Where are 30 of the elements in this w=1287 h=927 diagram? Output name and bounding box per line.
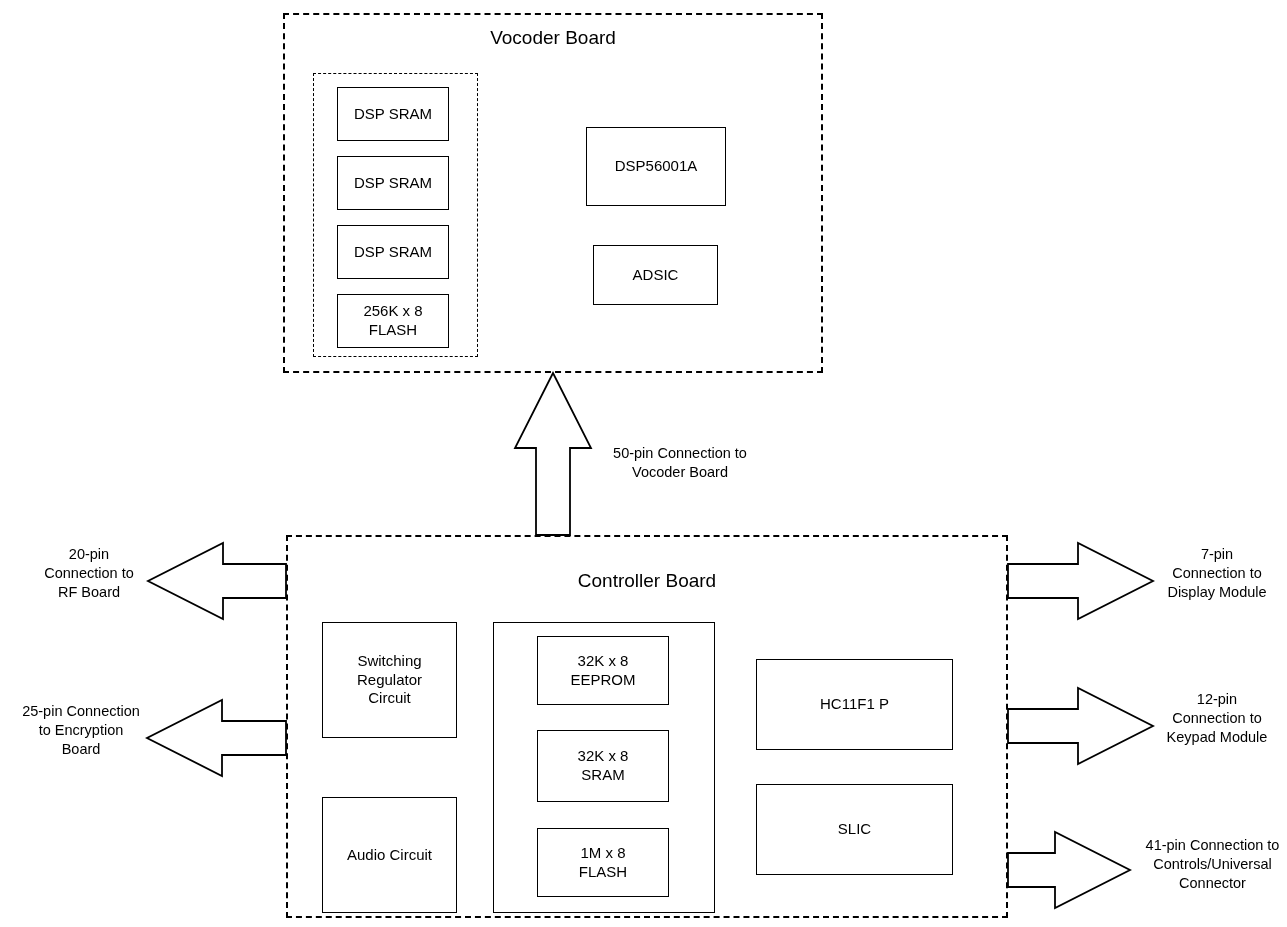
connection-label: 7-pin Connection to Display Module — [1163, 545, 1271, 605]
connection-label: 41-pin Connection to Controls/Universal Connector — [1140, 836, 1285, 916]
component-group-box — [313, 73, 478, 357]
hollow-arrow — [145, 698, 287, 778]
connection-label: 25-pin Connection to Encryption Board — [20, 702, 142, 762]
component-box: 1M x 8 FLASH — [537, 828, 669, 897]
component-box: DSP SRAM — [337, 87, 449, 141]
component-box: 256K x 8 FLASH — [337, 294, 449, 348]
component-box: DSP SRAM — [337, 156, 449, 210]
component-box: Audio Circuit — [322, 797, 457, 913]
hollow-arrow — [1007, 541, 1155, 621]
hollow-arrow — [513, 371, 593, 536]
component-box: HC11F1 P — [756, 659, 953, 750]
component-box: DSP56001A — [586, 127, 726, 206]
circuit-board-outline — [286, 535, 1008, 918]
component-box: ADSIC — [593, 245, 718, 305]
hollow-arrow — [146, 541, 287, 621]
hollow-arrow — [1007, 830, 1132, 910]
connection-label: 20-pin Connection to RF Board — [35, 545, 143, 605]
component-box: Switching Regulator Circuit — [322, 622, 457, 738]
component-box: 32K x 8 SRAM — [537, 730, 669, 802]
component-box: DSP SRAM — [337, 225, 449, 279]
circuit-board-outline — [283, 13, 823, 373]
component-box: SLIC — [756, 784, 953, 875]
connection-label: 12-pin Connection to Keypad Module — [1163, 690, 1271, 750]
component-group-box — [493, 622, 715, 913]
board-title: Controller Board — [577, 570, 717, 592]
component-box: 32K x 8 EEPROM — [537, 636, 669, 705]
hollow-arrow — [1007, 686, 1155, 766]
board-title: Vocoder Board — [490, 27, 616, 49]
